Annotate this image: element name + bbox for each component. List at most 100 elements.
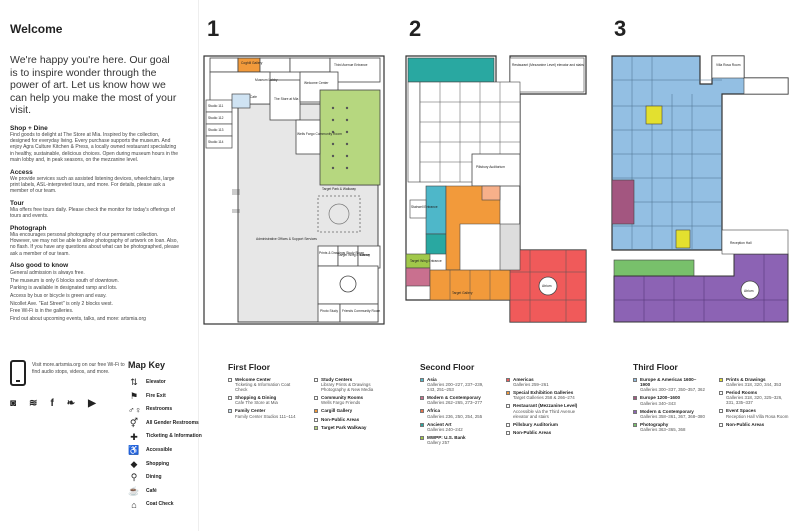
section-body: Find goods to delight at The Store at Mi…	[10, 131, 179, 164]
map-label: Friends Community Room	[342, 309, 381, 313]
map-key-item: ◆Shopping	[128, 458, 208, 472]
legend-name: Pillsbury Auditorium	[513, 421, 559, 427]
map-label: Studio 112	[208, 116, 224, 120]
legend-swatch	[420, 396, 424, 401]
map-key-list: ⇅Elevator⚑Fire Exit♂♀Restrooms⚥All Gende…	[128, 376, 208, 512]
map-label: Villa Rosa Room	[716, 63, 741, 67]
legend-name: Family Center	[235, 408, 266, 414]
legend-swatch	[314, 409, 318, 414]
legend-swatch	[314, 396, 318, 401]
visit-text: Visit more.artsmia.org on our free Wi-Fi…	[32, 362, 125, 375]
legend-name: Ancient Art	[427, 421, 452, 427]
legend-swatch	[633, 422, 637, 427]
section-title: Photograph	[10, 224, 47, 232]
elevator-icon: ⇅	[130, 377, 138, 388]
map-label: Target Wing Entrance	[410, 259, 442, 263]
map-key-label: Ticketing & Information	[146, 433, 202, 440]
map-key-label: Dining	[146, 474, 162, 481]
map-label: Reception Hall	[730, 241, 752, 245]
welcome-panel: Welcome We're happy you're here. Our goa…	[10, 22, 180, 322]
misc-line: General admission is always free.	[10, 270, 85, 277]
legend-item: Pillsbury Auditorium	[506, 422, 578, 427]
floor-1-map[interactable]: Coghill Gallery Museum Lobby Cafe The St…	[200, 50, 390, 330]
map-key-item: ⚑Fire Exit	[128, 390, 208, 404]
map-key-label: Fire Exit	[146, 392, 166, 399]
wifi-icon[interactable]: ≋	[29, 398, 38, 409]
map-key-label: Accessible	[146, 447, 173, 454]
map-label: Prints & Drawings Study Room	[319, 251, 365, 255]
legend-name: Study Centers	[321, 377, 353, 382]
map-key-item: ⚥All Gender Restrooms	[128, 417, 208, 431]
fold-line	[198, 0, 199, 531]
legend-swatch	[506, 422, 510, 427]
legend-detail: Galleries 318, 320, 344, 353	[726, 382, 782, 388]
facebook-icon[interactable]: f	[50, 398, 54, 409]
legend-detail: Galleries 259–261	[513, 382, 549, 388]
legend-detail: Accessible via the Third Avenue elevator…	[513, 408, 576, 419]
legend-name: Target Park Walkway	[321, 424, 367, 430]
map-key-item: ⇅Elevator	[128, 376, 208, 390]
floor-2-number: 2	[409, 16, 422, 41]
map-label: Studio 114	[208, 140, 224, 144]
legend-item: Restaurant (Mezzanine Level)Accessible v…	[506, 403, 578, 419]
section-body: Mia encourages personal photography of o…	[10, 231, 180, 257]
legend-item: Non-Public Areas	[719, 422, 791, 427]
map-label: Third Avenue Entrance	[334, 63, 368, 67]
legend-detail: Galleries 200–227, 237–239, 243, 251–253	[427, 382, 484, 393]
legend-name: Non-Public Areas	[726, 421, 765, 427]
misc-line: Free Wi-Fi is in the galleries.	[10, 308, 74, 315]
floor-2-map[interactable]: Restaurant (Mezzanine Level) elevator an…	[400, 50, 596, 330]
legend-detail: Gallery 257	[427, 440, 450, 446]
legend-name: Europe & Americas 1600–1900	[640, 377, 697, 388]
legend-swatch	[228, 409, 232, 414]
legend-name: Shopping & Dining	[235, 395, 277, 401]
map-label: Cafe	[250, 95, 257, 99]
map-key-item: ⌂Coat Check	[128, 498, 208, 512]
section-title: Shop + Dine	[10, 124, 48, 132]
map-key-label: Coat Check	[146, 501, 174, 508]
legend-detail: Galleries 236, 250, 254, 255	[427, 413, 483, 419]
legend-detail: Wells Fargo Friends	[321, 400, 361, 406]
legend-title: Second Floor	[420, 362, 475, 372]
legend-swatch	[420, 409, 424, 414]
legend-item: Cargill Gallery	[314, 408, 386, 414]
legend-swatch	[719, 409, 723, 414]
section-body: Mia offers free tours daily. Please chec…	[10, 206, 175, 220]
section-title: Also good to know	[10, 262, 69, 270]
legend-item: Non-Public Areas	[314, 417, 386, 422]
legend-name: Restaurant (Mezzanine Level)	[513, 403, 578, 409]
camera-icon[interactable]: ◙	[10, 398, 17, 409]
twitter-icon[interactable]: ❧	[66, 398, 76, 409]
floor-3-map[interactable]: Villa Rosa Room Reception Hall Atrium	[604, 50, 794, 330]
legend-item: Target Park Walkway	[314, 425, 386, 430]
legend-name: Americas	[513, 377, 534, 382]
map-label: Atrium	[744, 289, 754, 293]
legend-name: Non-Public Areas	[513, 429, 552, 435]
map-label: Photo Study	[320, 309, 338, 313]
legend-swatch	[506, 391, 510, 396]
floor-1-number: 1	[207, 16, 220, 41]
legend-name: Prints & Drawings	[726, 377, 766, 382]
legend-detail: Ticketing & Information Coat Check	[235, 382, 291, 393]
legend-swatch	[633, 378, 637, 382]
restrooms-icon: ♂♀	[128, 404, 142, 415]
legend-detail: Galleries 318, 320, 325–326, 331, 335–33…	[726, 395, 783, 406]
legend-detail: Target Galleries 258 & 266–274	[513, 395, 575, 401]
misc-line: Nicollet Ave. "Eat Street" is only 2 blo…	[10, 300, 113, 307]
map-label: Wells Fargo Community Room	[297, 132, 342, 136]
map-label: Studio 111	[208, 104, 223, 108]
youtube-icon[interactable]: ▶	[88, 398, 96, 409]
dining-icon: ⚲	[130, 472, 138, 483]
